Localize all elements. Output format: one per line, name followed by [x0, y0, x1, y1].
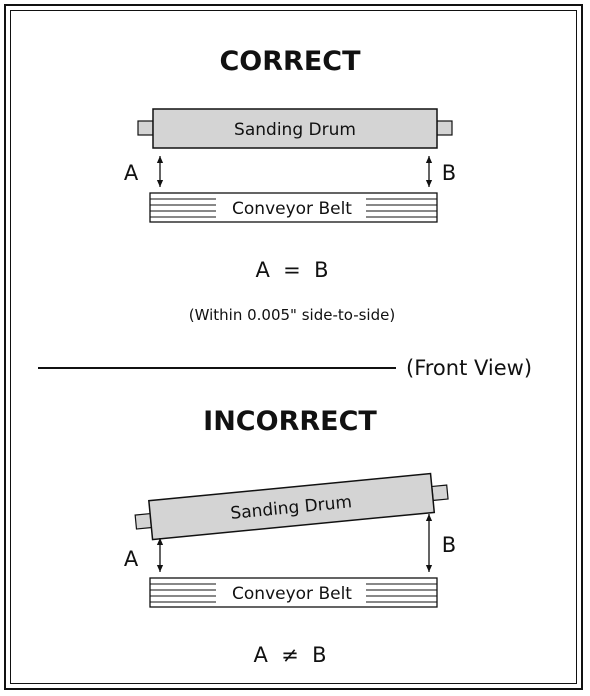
tolerance-note: (Within 0.005" side-to-side)	[189, 306, 395, 324]
correct-gap-b-label: B	[442, 161, 456, 185]
inner-border	[10, 10, 577, 684]
incorrect-sanding-drum	[148, 472, 436, 541]
correct-conveyor-belt	[149, 192, 438, 223]
incorrect-gap-b-label: B	[442, 533, 456, 557]
incorrect-drum-right-shaft	[431, 484, 449, 502]
incorrect-heading: INCORRECT	[203, 406, 377, 437]
outer-border	[4, 4, 583, 690]
correct-belt-label: Conveyor Belt	[232, 199, 352, 219]
correct-drum-right-shaft	[436, 120, 453, 136]
correct-sanding-drum	[152, 108, 438, 149]
incorrect-sanding-drum-group: Sanding Drum	[134, 472, 449, 541]
incorrect-drum-left-shaft	[134, 512, 153, 530]
incorrect-belt-label: Conveyor Belt	[232, 584, 352, 604]
correct-drum-left-shaft	[137, 120, 154, 136]
front-view-label: (Front View)	[406, 356, 532, 380]
correct-heading: CORRECT	[219, 46, 361, 77]
incorrect-gap-a-label: A	[124, 547, 139, 571]
incorrect-equation: A ≠ B	[253, 643, 326, 667]
incorrect-conveyor-belt	[149, 577, 438, 608]
correct-gap-a-label: A	[124, 161, 139, 185]
correct-equation: A = B	[255, 258, 328, 282]
correct-drum-label: Sanding Drum	[234, 120, 356, 140]
